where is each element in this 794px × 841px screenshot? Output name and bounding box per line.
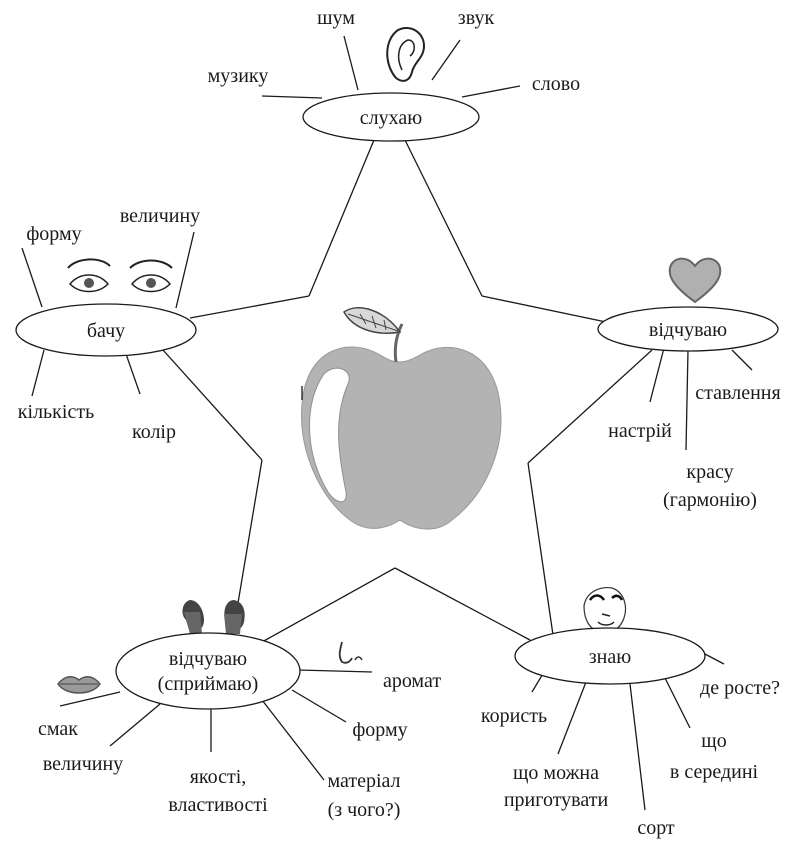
leaf-see-size: величину	[120, 205, 200, 227]
leaf-sound: звук	[458, 7, 495, 29]
leaf-noise: шум	[317, 7, 355, 29]
leaf-color: колір	[132, 421, 176, 443]
leaf-inside-1: що	[701, 730, 726, 752]
node-see-label: бачу	[87, 320, 125, 342]
leaf-see-shape: форму	[26, 223, 81, 245]
heart-icon	[668, 257, 722, 304]
apple-icon	[301, 307, 502, 530]
leaf-connectors	[21, 35, 753, 811]
leaf-taste: смак	[38, 718, 78, 740]
node-know-label: знаю	[589, 646, 631, 668]
node-perceive-label-1: відчуваю	[169, 648, 247, 670]
node-see: бачу	[15, 303, 197, 357]
leaf-benefit: користь	[481, 705, 547, 727]
leaf-mood: настрій	[608, 420, 672, 442]
node-perceive-label-2: (сприймаю)	[158, 673, 259, 695]
node-perceive: відчуваю (сприймаю)	[115, 632, 301, 710]
node-feel-label: відчуваю	[649, 319, 727, 341]
nose-icon	[338, 641, 363, 664]
leaf-material-2: (з чого?)	[328, 799, 401, 821]
leaf-material-1: матеріал	[327, 770, 400, 792]
eyes-icon	[67, 258, 173, 293]
leaf-cook-1: що можна	[513, 762, 599, 784]
leaf-beauty-2: (гармонію)	[663, 489, 757, 511]
leaf-perceive-size: величину	[43, 753, 123, 775]
hands-icon	[182, 600, 245, 634]
leaf-where-grows: де росте?	[700, 677, 780, 699]
leaf-variety: сорт	[637, 817, 675, 839]
leaf-word: слово	[532, 73, 580, 95]
ear-icon	[386, 27, 426, 82]
node-know: знаю	[514, 627, 706, 685]
leaf-attitude: ставлення	[695, 382, 780, 404]
node-feel: відчуваю	[597, 306, 779, 352]
leaf-beauty-1: красу	[686, 461, 733, 483]
lips-icon	[57, 676, 101, 694]
node-hear-label: слухаю	[360, 107, 422, 129]
face-icon	[583, 587, 627, 634]
leaf-qualities-2: властивості	[168, 794, 268, 816]
leaf-inside-2: в середині	[670, 761, 759, 783]
star-connectors	[153, 139, 653, 643]
leaf-music: музику	[208, 65, 269, 87]
leaf-qualities-1: якості,	[190, 766, 247, 788]
leaf-cook-2: приготувати	[504, 789, 609, 811]
leaf-perceive-shape: форму	[352, 719, 407, 741]
node-hear: слухаю	[302, 92, 480, 142]
leaf-aroma: аромат	[383, 670, 441, 692]
leaf-quantity: кількість	[18, 401, 94, 423]
